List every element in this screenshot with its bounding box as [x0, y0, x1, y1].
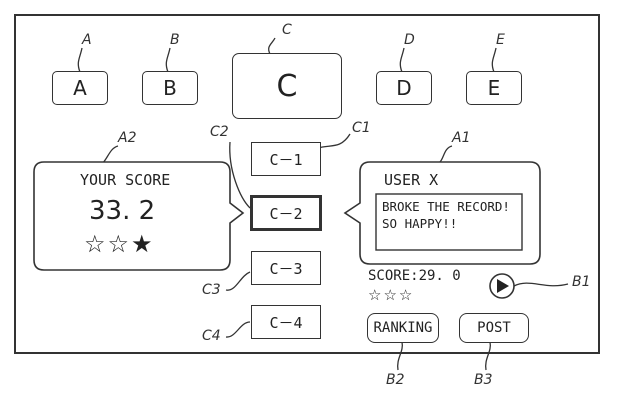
ranking-button[interactable]: RANKING	[367, 313, 439, 343]
user-name: USER X	[384, 171, 439, 189]
leader-c	[268, 37, 276, 55]
ref-c2: C2	[210, 124, 229, 140]
play-button[interactable]	[489, 273, 515, 299]
screen-frame	[14, 14, 600, 354]
leader-c3	[225, 271, 251, 291]
leader-a	[77, 47, 83, 73]
score-title: YOUR SCORE	[80, 171, 171, 189]
tab-a[interactable]: A	[52, 71, 108, 105]
sub-item-c4[interactable]: C－4	[251, 305, 321, 339]
other-score: SCORE:29. 0	[368, 268, 461, 284]
score-bubble-shape	[33, 161, 245, 271]
tab-e[interactable]: E	[466, 71, 522, 105]
sub-item-c3[interactable]: C－3	[251, 251, 321, 285]
post-button[interactable]: POST	[459, 313, 529, 343]
leader-c2	[229, 141, 251, 209]
ref-a2: A2	[118, 130, 137, 146]
ref-b3: B3	[474, 372, 493, 388]
ref-b2: B2	[386, 372, 405, 388]
play-icon	[497, 279, 509, 293]
tab-c[interactable]: C	[232, 53, 342, 119]
sub-item-c2[interactable]: C－2	[250, 195, 322, 231]
ref-a1: A1	[452, 130, 471, 146]
ref-c4: C4	[202, 328, 221, 344]
ref-d: D	[404, 32, 415, 48]
sub-item-c1[interactable]: C－1	[251, 142, 321, 176]
ref-c1: C1	[352, 120, 371, 136]
leader-e	[491, 47, 497, 73]
leader-a1	[439, 145, 453, 163]
leader-c4	[225, 321, 251, 338]
user-message-line2: SO HAPPY!!	[382, 216, 458, 231]
leader-b	[165, 47, 171, 73]
message-box	[375, 193, 523, 251]
ref-c3: C3	[202, 282, 221, 298]
ref-b1: B1	[572, 274, 591, 290]
tab-b[interactable]: B	[142, 71, 198, 105]
leader-c1	[317, 133, 351, 149]
leader-b3	[485, 341, 491, 371]
ref-c: C	[282, 22, 292, 38]
tab-d[interactable]: D	[376, 71, 432, 105]
score-stars: ☆☆★	[84, 230, 155, 258]
score-value: 33. 2	[89, 196, 156, 226]
other-score-stars: ☆☆☆	[368, 286, 415, 304]
ref-e: E	[496, 32, 505, 48]
leader-d	[399, 47, 405, 73]
ref-b: B	[170, 32, 180, 48]
user-message-line1: BROKE THE RECORD!	[382, 199, 510, 214]
leader-b2	[397, 341, 403, 371]
leader-b1	[513, 282, 569, 287]
ref-a: A	[82, 32, 92, 48]
